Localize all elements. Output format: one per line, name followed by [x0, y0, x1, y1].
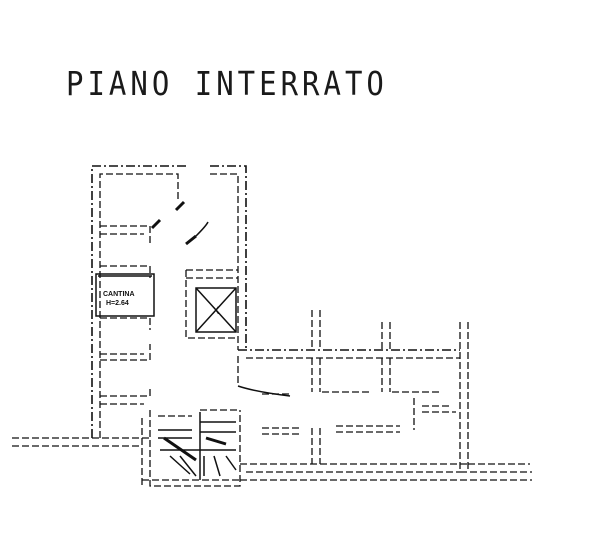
staircase: [141, 409, 241, 487]
cantina-room: CANTINA H=2.64: [95, 273, 155, 317]
cantina-label: CANTINA: [103, 291, 135, 298]
elevator-shaft: X: [185, 269, 238, 339]
plan-title: PIANO INTERRATO: [66, 64, 388, 104]
shaft-symbol: X: [212, 305, 220, 317]
ground-line: [12, 437, 532, 481]
left-wing-walls: [91, 165, 247, 438]
cantina-height: H=2.64: [106, 300, 129, 307]
right-wing-walls: [237, 310, 469, 473]
